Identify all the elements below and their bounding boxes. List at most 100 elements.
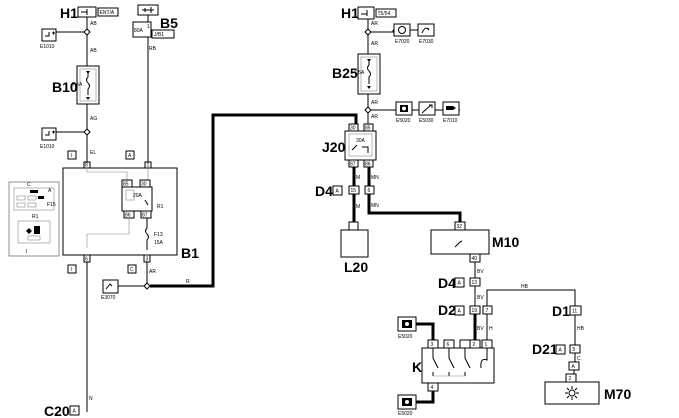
wire-ab2: AB — [90, 48, 97, 54]
b1-pin-86: 86 — [125, 213, 131, 219]
k10-pin-6: 6 — [447, 342, 450, 348]
d1-pin-11: 11 — [572, 309, 577, 315]
wire-hb2: HB — [577, 326, 585, 332]
sun-icon — [565, 386, 579, 400]
splice-h1-left — [83, 28, 91, 36]
l20-ground — [340, 229, 369, 258]
d4-b-label: D4 — [438, 275, 456, 291]
wire-mn1: MN — [371, 175, 379, 181]
b1-pin-85: 85 — [123, 182, 129, 188]
wire-r-heavy — [150, 113, 358, 288]
k10-pin-1: 1 — [485, 342, 488, 348]
b25-rating: 7.5A — [354, 70, 365, 76]
d4-a-pin-6: 6 — [368, 188, 371, 194]
wire-bv1: BV — [477, 269, 484, 275]
wire-ar-b25: AR — [371, 100, 378, 106]
wire-bv3: BV — [477, 326, 484, 332]
b5-rating: 80A — [134, 28, 144, 34]
splice-b1-out — [143, 282, 151, 290]
wire-r: R — [186, 279, 190, 285]
h1-right-tag: T5/54 — [378, 11, 391, 17]
e1010-b-label: E1010 — [40, 144, 55, 150]
b1-conn-i2: I — [71, 267, 72, 273]
inset-pin-a: A — [48, 188, 52, 194]
j20-pin-86: 86 — [365, 162, 371, 168]
m70-label: M70 — [604, 386, 631, 402]
j20-pin-30: 30 — [350, 126, 356, 132]
m70-pin-a: A — [572, 364, 576, 370]
d21-label: D21 — [532, 341, 558, 357]
b1-pin-1: 1 — [147, 163, 150, 169]
e5020-a-label: E5020 — [396, 118, 411, 124]
b1-conn-a: A — [128, 153, 132, 159]
d4-a-conn: A — [336, 189, 340, 195]
j20-label: J20 — [322, 139, 346, 155]
e7030-symbol — [417, 23, 435, 37]
b1-pin-8: 8 — [85, 163, 88, 169]
horn-icon — [446, 106, 456, 110]
d21-pin-5: 5 — [573, 347, 576, 353]
b10-fuse — [76, 65, 100, 105]
m70-pin-2: 2 — [569, 376, 572, 382]
c20-label: C20 — [44, 403, 70, 418]
b1-conn-i1: I — [71, 153, 72, 159]
j20-pin-85: 85 — [365, 126, 371, 132]
fuse-icon — [145, 218, 149, 250]
j20-rating: 30A — [356, 138, 366, 144]
inset-connector: C — [27, 182, 31, 188]
wire-rb: RB — [149, 46, 157, 52]
key-icon — [81, 9, 88, 15]
h1-left-tag-box — [97, 7, 119, 17]
m10-label: M10 — [492, 234, 519, 250]
b1-fuse-label: F13 — [154, 232, 163, 238]
wire-n: N — [89, 396, 93, 402]
fuse-icon — [86, 72, 90, 95]
b10-rating: 7.5A — [72, 82, 83, 88]
e1010-a-label: E1010 — [40, 44, 55, 50]
b5-tag: J/B1 — [154, 32, 164, 38]
e3070-label: E3070 — [101, 295, 116, 301]
wire-el: EL — [90, 150, 96, 156]
wire-hb1: HB — [521, 284, 529, 290]
wire-ag: AG — [90, 116, 97, 122]
b1-pin-30: 30 — [141, 182, 147, 188]
battery-icon — [142, 7, 154, 13]
b1-pin-3: 3 — [146, 257, 149, 263]
inset-pin-i: I — [26, 249, 27, 255]
inset-relay: R1 — [32, 214, 39, 220]
d4-b-conn: A — [458, 281, 462, 287]
e5020-c-label: E5020 — [398, 411, 413, 417]
e7020-symbol — [393, 23, 411, 37]
wire-ab1: AB — [90, 21, 97, 27]
b25-fuse — [357, 53, 381, 95]
k10-pin-3: 3 — [431, 342, 434, 348]
b1-conn-c: C — [130, 267, 134, 273]
d2-pin-19: 19 — [472, 308, 478, 314]
b1-relay-label: R1 — [157, 204, 164, 210]
wire-ar-b1: AR — [149, 269, 156, 275]
d2-conn: A — [458, 309, 462, 315]
b1-relay-r1 — [121, 186, 153, 212]
d2-pin-7: 7 — [486, 308, 489, 314]
h1-left-tag: ENT/A — [100, 10, 115, 16]
e5020-b-label: E5020 — [398, 334, 413, 340]
splice-b10 — [83, 128, 91, 136]
b10-label: B10 — [52, 79, 78, 95]
d4-b-pin-13: 13 — [472, 280, 478, 286]
k10-pin-2: 2 — [473, 342, 476, 348]
wire-ar-r2: AR — [371, 41, 378, 47]
e7030-label: E7030 — [419, 39, 434, 45]
e3070-symbol — [102, 279, 119, 294]
fuse-icon — [367, 60, 371, 84]
h1-left-label: H1 — [60, 5, 78, 21]
b1-pin-6: 6 — [85, 257, 88, 263]
b5-tag-box — [151, 29, 175, 39]
c20-conn: A — [73, 409, 77, 415]
gauge-icon — [398, 26, 406, 34]
k10-pin-4: 4 — [431, 385, 434, 391]
e7020-label: E7020 — [395, 39, 410, 45]
m10-pin-32: 32 — [457, 224, 463, 230]
d2-label: D2 — [438, 302, 456, 318]
inset-fuse: F15 — [47, 202, 56, 208]
